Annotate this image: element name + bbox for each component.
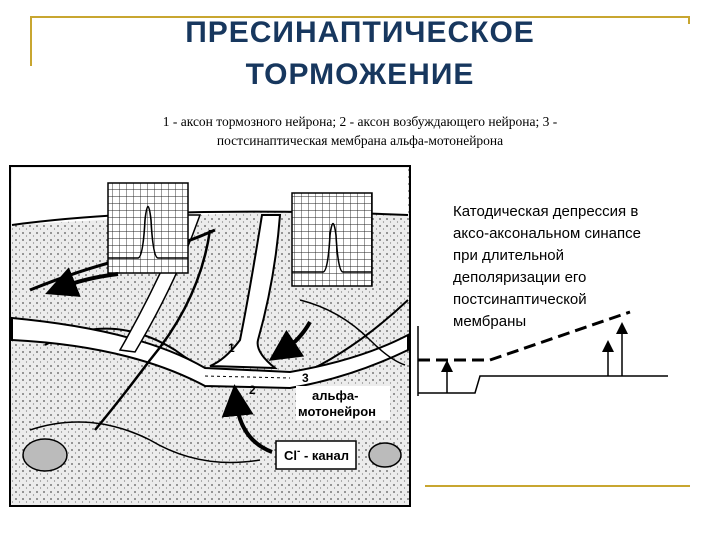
caption-line-1: 1 - аксон тормозного нейрона; 2 - аксон … <box>162 114 558 129</box>
label-num-2: 2 <box>249 383 256 397</box>
side-text-line-5: постсинаптической <box>453 291 587 308</box>
title-line-1: ПРЕСИНАПТИЧЕСКОЕ <box>185 16 535 49</box>
process-2 <box>94 229 212 431</box>
frame-bottom-line <box>425 485 690 487</box>
frame-left-line <box>30 16 32 66</box>
cell-body-right <box>368 442 402 468</box>
process-3 <box>29 421 261 464</box>
side-text-line-4: деполяризации его <box>453 269 587 286</box>
caption-line-2: постсинаптическая мембрана альфа-мотоней… <box>216 133 504 148</box>
side-text-line-1: Катодическая депрессия в <box>453 203 639 220</box>
side-text-line-3: при длительной <box>453 247 565 264</box>
arrow-left <box>45 267 119 297</box>
title-line-2: ТОРМОЖЕНИЕ <box>245 58 475 91</box>
frame-top-line <box>30 16 690 18</box>
synaptic-cleft <box>204 375 291 379</box>
arrow-channel <box>221 384 273 454</box>
label-num-3: 3 <box>302 371 309 385</box>
inhibitory-axon <box>11 316 409 390</box>
neuron-label-bg <box>296 386 390 420</box>
cell-body-left <box>22 438 68 472</box>
spike-right <box>292 222 372 273</box>
side-text-line-6: мембраны <box>453 313 527 330</box>
arrow-right <box>268 321 312 361</box>
recording-box-left <box>107 182 189 274</box>
channel-label-box <box>275 440 357 470</box>
schematic-threshold <box>418 310 631 362</box>
channel-label: Cl- - канал <box>284 446 349 463</box>
neuron-label-line-1: альфа- <box>312 388 358 403</box>
page-title: ПРЕСИНАПТИЧЕСКОЕ ТОРМОЖЕНИЕ <box>60 12 660 96</box>
schematic-baseline <box>418 375 668 394</box>
excitatory-axon <box>209 214 282 370</box>
neuron-label-line-2: мотонейрон <box>298 404 376 419</box>
side-description: Катодическая депрессия в аксо-аксонально… <box>453 201 693 333</box>
legend-caption: 1 - аксон тормозного нейрона; 2 - аксон … <box>90 112 630 150</box>
process-4 <box>299 299 406 366</box>
label-num-1: 1 <box>228 341 235 355</box>
spike-left <box>108 205 188 259</box>
recording-box-right <box>291 192 373 287</box>
side-text-line-2: аксо-аксональном синапсе <box>453 225 641 242</box>
frame-right-line <box>688 16 690 24</box>
